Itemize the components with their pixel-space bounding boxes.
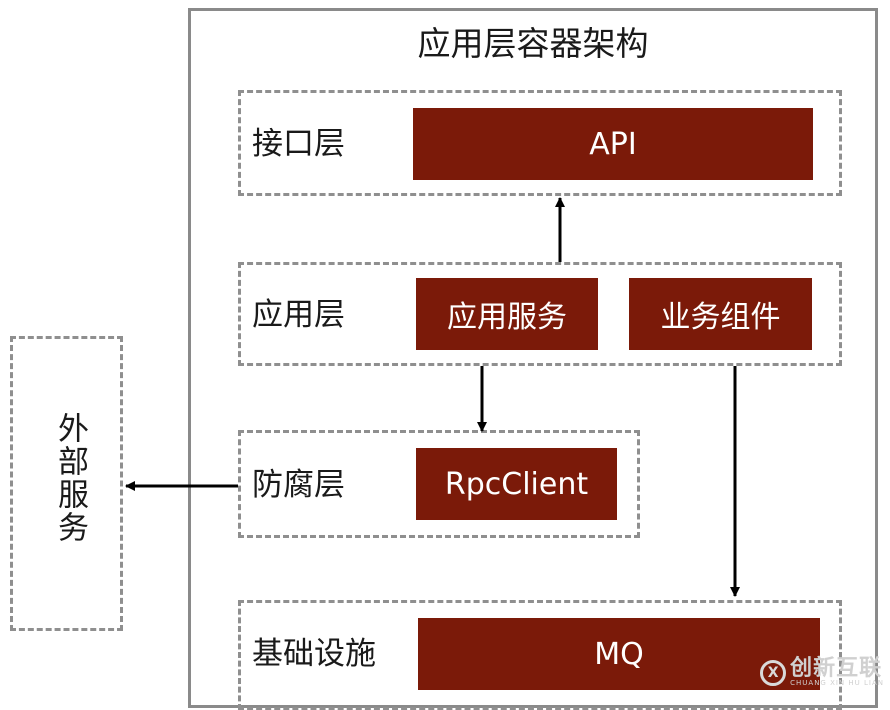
connector-arrows bbox=[125, 197, 740, 597]
diagram-title: 应用层容器架构 bbox=[417, 24, 649, 63]
anticorruption-layer-label: 防腐层 bbox=[252, 467, 345, 503]
application-layer-label: 应用层 bbox=[252, 297, 345, 333]
rpcclient-box: RpcClient bbox=[416, 448, 617, 520]
logo-subtitle: CHUANG XIN HU LIAN bbox=[790, 679, 884, 687]
application-layer-frame bbox=[238, 262, 842, 366]
logo-text: 创新互联 CHUANG XIN HU LIAN bbox=[790, 658, 884, 687]
interface-layer-frame bbox=[238, 90, 842, 196]
infrastructure-layer-label: 基础设施 bbox=[252, 636, 376, 672]
interface-layer-label: 接口层 bbox=[252, 126, 345, 162]
anticorruption-layer-frame bbox=[238, 430, 640, 538]
business-component-box: 业务组件 bbox=[629, 278, 812, 350]
external-service-frame bbox=[10, 336, 123, 631]
external-service-label: 外部服务 bbox=[52, 412, 88, 544]
api-box: API bbox=[413, 108, 813, 180]
logo-name: 创新互联 bbox=[790, 656, 883, 681]
mq-box: MQ bbox=[418, 618, 820, 690]
watermark-logo: X 创新互联 CHUANG XIN HU LIAN bbox=[760, 658, 884, 687]
application-service-box: 应用服务 bbox=[416, 278, 598, 350]
logo-mark-icon: X bbox=[760, 659, 787, 686]
